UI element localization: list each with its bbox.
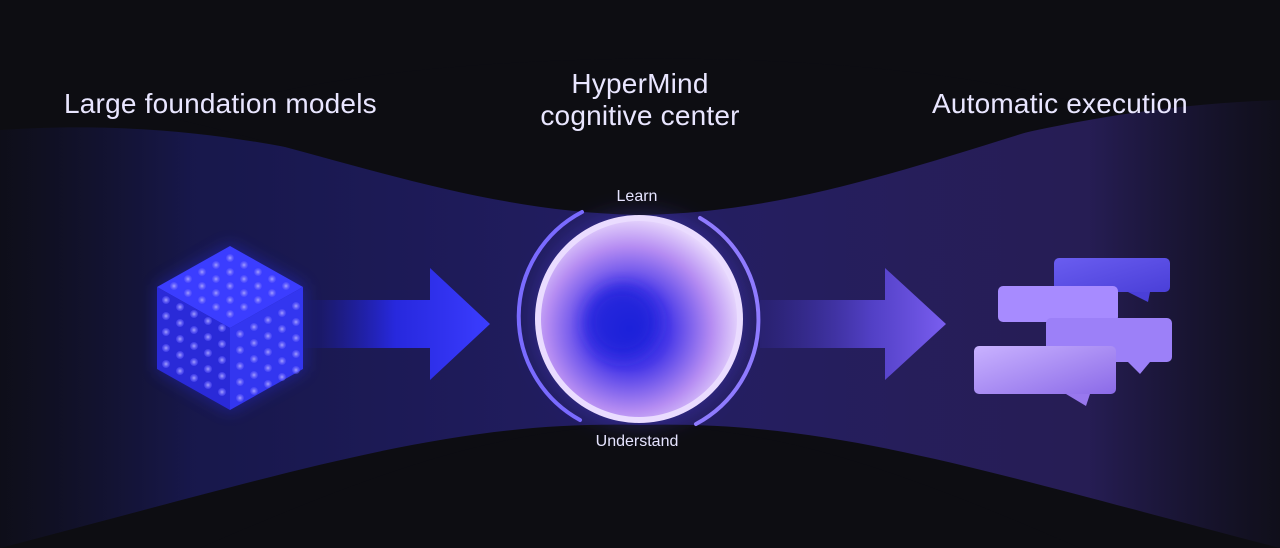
arrow-right-icon bbox=[760, 268, 946, 380]
cube-dot bbox=[236, 330, 244, 338]
heading-left: Large foundation models bbox=[64, 88, 377, 119]
cube-dot bbox=[292, 334, 300, 342]
cube-dot bbox=[204, 349, 212, 357]
cube-dot bbox=[250, 323, 258, 331]
cube-dot bbox=[278, 309, 286, 317]
cube-dot bbox=[176, 367, 184, 375]
cube-dot bbox=[264, 364, 272, 372]
cube-dot bbox=[282, 282, 290, 290]
cube-dot bbox=[162, 312, 170, 320]
cube-dot bbox=[176, 351, 184, 359]
cube-dot bbox=[250, 371, 258, 379]
cube-dot bbox=[236, 378, 244, 386]
heading-center: HyperMind cognitive center bbox=[500, 68, 780, 132]
cube-dot bbox=[218, 340, 226, 348]
cube-dot bbox=[240, 289, 248, 297]
cube-dot bbox=[254, 268, 262, 276]
cube-dot bbox=[212, 289, 220, 297]
cube-dot bbox=[250, 387, 258, 395]
cube-dot bbox=[198, 296, 206, 304]
cube-dot bbox=[264, 348, 272, 356]
cube-dot bbox=[254, 282, 262, 290]
heading-center-line1: HyperMind bbox=[571, 68, 709, 99]
cube-dot bbox=[198, 268, 206, 276]
cube-dot bbox=[204, 365, 212, 373]
heading-right: Automatic execution bbox=[932, 88, 1188, 119]
cube-dot bbox=[218, 356, 226, 364]
understand-label: Understand bbox=[595, 433, 679, 450]
cube-dot bbox=[278, 325, 286, 333]
cube-dot bbox=[236, 346, 244, 354]
cube-dot bbox=[278, 341, 286, 349]
cube-dot bbox=[268, 289, 276, 297]
cube-dot bbox=[264, 316, 272, 324]
cube-dot bbox=[204, 333, 212, 341]
cube-dot bbox=[264, 380, 272, 388]
cube-dot bbox=[218, 388, 226, 396]
upper-shadow bbox=[180, 58, 1100, 215]
cube-dot bbox=[190, 342, 198, 350]
cube-dot bbox=[190, 374, 198, 382]
cube-dot bbox=[190, 310, 198, 318]
cube-dot bbox=[176, 335, 184, 343]
cube-dot bbox=[198, 282, 206, 290]
cube-dot bbox=[226, 254, 234, 262]
cube-dot bbox=[278, 357, 286, 365]
cube-dot bbox=[250, 339, 258, 347]
cube-dot bbox=[292, 302, 300, 310]
cube-dot bbox=[176, 319, 184, 327]
cube-dot bbox=[268, 275, 276, 283]
cube-dot bbox=[292, 350, 300, 358]
cube-dot bbox=[162, 344, 170, 352]
cube-dot bbox=[226, 268, 234, 276]
cube-dot bbox=[226, 310, 234, 318]
cube-dot bbox=[254, 296, 262, 304]
sphere-icon bbox=[516, 201, 761, 437]
cube-dot bbox=[204, 317, 212, 325]
cube-dot bbox=[170, 282, 178, 290]
cube-dot bbox=[240, 261, 248, 269]
cube-dot bbox=[162, 328, 170, 336]
cube-dot bbox=[236, 362, 244, 370]
cube-dot bbox=[176, 303, 184, 311]
cube-dot bbox=[236, 394, 244, 402]
arrow-right-icon bbox=[300, 268, 490, 380]
cube-dot bbox=[184, 275, 192, 283]
cube-dot bbox=[264, 332, 272, 340]
cube-dot bbox=[190, 326, 198, 334]
cube-icon bbox=[157, 244, 305, 412]
cube-dot bbox=[218, 324, 226, 332]
heading-center-line2: cognitive center bbox=[540, 100, 740, 131]
cube-dot bbox=[226, 296, 234, 304]
chat-bubbles-icon bbox=[974, 258, 1172, 406]
lower-shadow bbox=[200, 425, 1080, 548]
cube-dot bbox=[218, 372, 226, 380]
cube-dot bbox=[292, 318, 300, 326]
cube-dot bbox=[278, 373, 286, 381]
learn-label: Learn bbox=[616, 188, 658, 205]
cube-dot bbox=[240, 303, 248, 311]
cube-dot bbox=[184, 289, 192, 297]
cube-dot bbox=[212, 303, 220, 311]
cube-dot bbox=[250, 355, 258, 363]
cube-dot bbox=[162, 296, 170, 304]
cube-dot bbox=[240, 275, 248, 283]
cube-dot bbox=[212, 275, 220, 283]
cube-dot bbox=[212, 261, 220, 269]
cube-dot bbox=[162, 360, 170, 368]
cube-dot bbox=[190, 358, 198, 366]
cube-dot bbox=[226, 282, 234, 290]
cube-dot bbox=[292, 366, 300, 374]
cube-dot bbox=[204, 381, 212, 389]
